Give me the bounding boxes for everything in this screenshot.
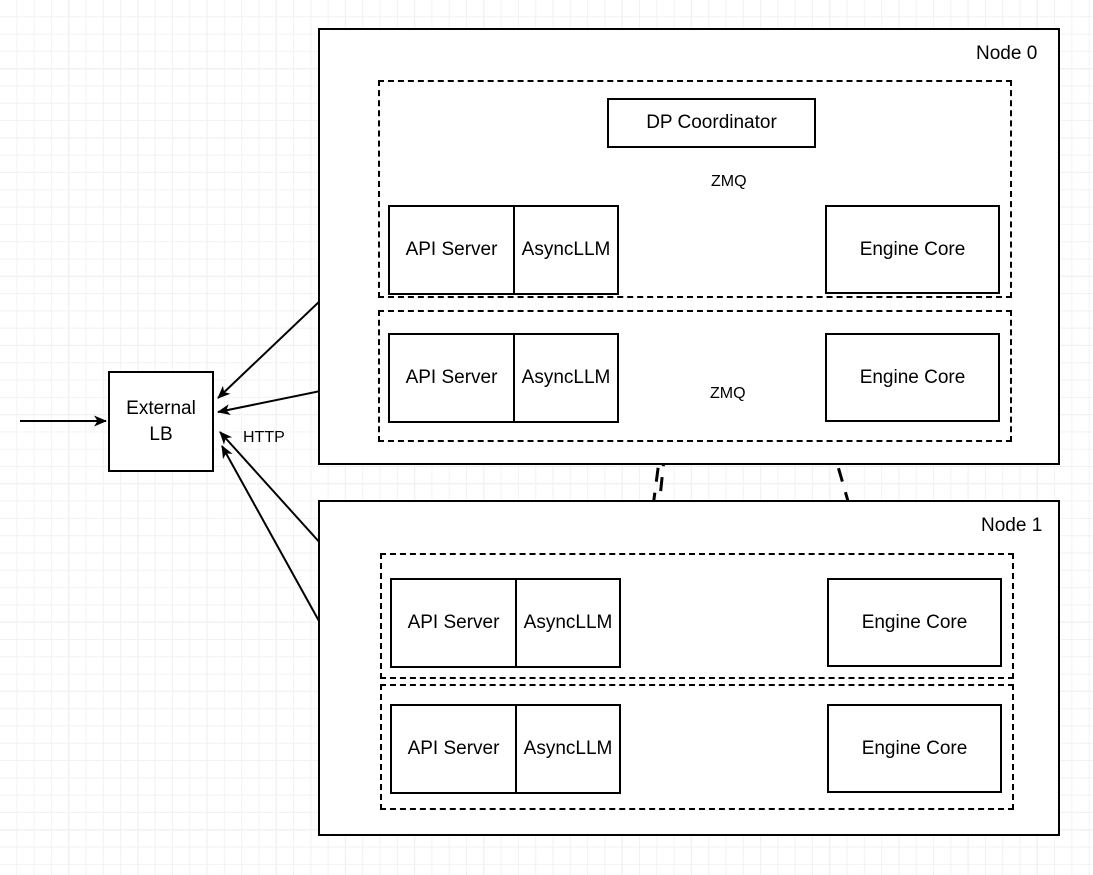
asyncllm-label: AsyncLLM xyxy=(523,738,613,759)
asyncllm-label: AsyncLLM xyxy=(521,239,611,260)
api-server-label: API Server xyxy=(405,367,498,388)
asyncllm-n1r1[interactable]: AsyncLLM xyxy=(517,706,619,792)
engine-core-n1r1[interactable]: Engine Core xyxy=(827,704,1002,793)
api-server-n0r0[interactable]: API Server xyxy=(390,207,515,293)
asyncllm-n0r0[interactable]: AsyncLLM xyxy=(515,207,617,293)
external-lb-box[interactable]: External LB xyxy=(108,371,214,472)
api-server-n1r0[interactable]: API Server xyxy=(392,580,517,666)
external-lb-label-line1: External xyxy=(126,397,196,419)
replica-group-n0r1 xyxy=(378,310,1012,442)
dp-coordinator-label: DP Coordinator xyxy=(646,112,777,133)
asyncllm-n1r0[interactable]: AsyncLLM xyxy=(517,580,619,666)
engine-core-label: Engine Core xyxy=(859,238,966,260)
engine-core-label: Engine Core xyxy=(859,366,966,388)
http-label: HTTP xyxy=(243,429,285,446)
api-server-n0r1[interactable]: API Server xyxy=(390,335,515,421)
engine-core-n0r0[interactable]: Engine Core xyxy=(825,205,1000,294)
node-label-0: Node 0 xyxy=(976,43,1038,64)
api-server-label: API Server xyxy=(407,612,500,633)
api-server-label: API Server xyxy=(407,738,500,759)
api-server-n1r1[interactable]: API Server xyxy=(392,706,517,792)
engine-core-label: Engine Core xyxy=(861,737,968,759)
zmq-label-coordinator: ZMQ xyxy=(711,173,747,190)
api-asyncllm-n0r0[interactable]: API Server AsyncLLM xyxy=(388,205,619,295)
asyncllm-n0r1[interactable]: AsyncLLM xyxy=(515,335,617,421)
replica-group-n1r0 xyxy=(380,553,1014,679)
external-lb-label-line2: LB xyxy=(149,423,173,445)
engine-core-label: Engine Core xyxy=(861,611,968,633)
api-server-label: API Server xyxy=(405,239,498,260)
zmq-label-n0r1: ZMQ xyxy=(710,385,746,402)
asyncllm-label: AsyncLLM xyxy=(521,367,611,388)
replica-group-n0r0 xyxy=(378,80,1012,298)
dp-coordinator-box[interactable]: DP Coordinator xyxy=(607,98,816,148)
asyncllm-label: AsyncLLM xyxy=(523,612,613,633)
engine-core-n1r0[interactable]: Engine Core xyxy=(827,578,1002,667)
api-asyncllm-n1r1[interactable]: API Server AsyncLLM xyxy=(390,704,621,794)
api-asyncllm-n1r0[interactable]: API Server AsyncLLM xyxy=(390,578,621,668)
engine-core-n0r1[interactable]: Engine Core xyxy=(825,333,1000,422)
node-label-1: Node 1 xyxy=(981,515,1043,536)
api-asyncllm-n0r1[interactable]: API Server AsyncLLM xyxy=(388,333,619,423)
replica-group-n1r1 xyxy=(380,684,1014,810)
